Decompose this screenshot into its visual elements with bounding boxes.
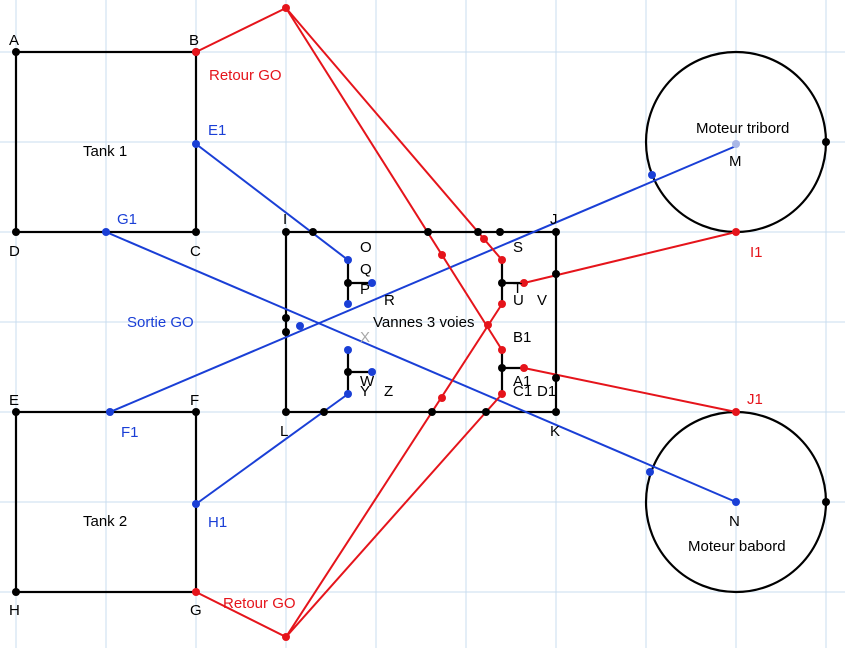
label-o: O — [360, 239, 372, 256]
label-f1: F1 — [121, 424, 139, 441]
line-bottom-return-a1 — [285, 393, 503, 638]
fuel-outlet-label: Sortie GO — [127, 314, 194, 331]
label-e1: E1 — [208, 122, 226, 139]
label-h: H — [9, 602, 20, 619]
line-c1-j1 — [523, 367, 737, 413]
label-a1: A1 — [513, 373, 531, 390]
label-z: Z — [384, 383, 393, 400]
line-g1-n — [105, 231, 737, 503]
label-p: P — [360, 281, 370, 298]
label-f: F — [190, 392, 199, 409]
blue-points — [102, 140, 740, 508]
label-y: Y — [360, 383, 370, 400]
line-b-top-return — [195, 7, 287, 53]
label-t: T — [513, 280, 522, 297]
label-i1: I1 — [750, 244, 763, 261]
label-c: C — [190, 243, 201, 260]
label-j: J — [550, 211, 558, 228]
label-l: L — [280, 423, 288, 440]
label-d: D — [9, 243, 20, 260]
tank-1-label: Tank 1 — [83, 143, 127, 160]
fuel-return-bottom-label: Retour GO — [223, 595, 296, 612]
line-e1-o — [195, 143, 349, 261]
line-top-return-b1 — [285, 7, 503, 351]
label-j1: J1 — [747, 391, 763, 408]
line-g-bottom-return — [195, 591, 287, 638]
label-i: I — [283, 211, 287, 228]
label-d1: D1 — [537, 383, 556, 400]
label-m: M — [729, 153, 742, 170]
label-n: N — [729, 513, 740, 530]
label-x: X — [360, 329, 370, 346]
valves-label: Vannes 3 voies — [373, 314, 474, 331]
label-e: E — [9, 392, 19, 409]
label-k: K — [550, 423, 560, 440]
line-bottom-return-t — [285, 303, 503, 638]
label-u: U — [513, 292, 524, 309]
fuel-return-top-label: Retour GO — [209, 67, 282, 84]
engine-port-label: Moteur babord — [688, 538, 786, 555]
line-top-return-s — [285, 7, 503, 261]
label-r: R — [384, 292, 395, 309]
engine-starboard-label: Moteur tribord — [696, 120, 789, 137]
label-a: A — [9, 32, 19, 49]
label-b1: B1 — [513, 329, 531, 346]
label-h1: H1 — [208, 514, 227, 531]
label-g: G — [190, 602, 202, 619]
tank-2-label: Tank 2 — [83, 513, 127, 530]
label-v: V — [537, 292, 547, 309]
label-q: Q — [360, 261, 372, 278]
line-f1-m — [109, 145, 737, 413]
label-w: W — [360, 373, 375, 390]
label-b: B — [189, 32, 199, 49]
label-g1: G1 — [117, 211, 137, 228]
red-points — [192, 4, 740, 641]
point-m — [732, 140, 740, 148]
label-c1: C1 — [513, 383, 532, 400]
label-s: S — [513, 239, 523, 256]
